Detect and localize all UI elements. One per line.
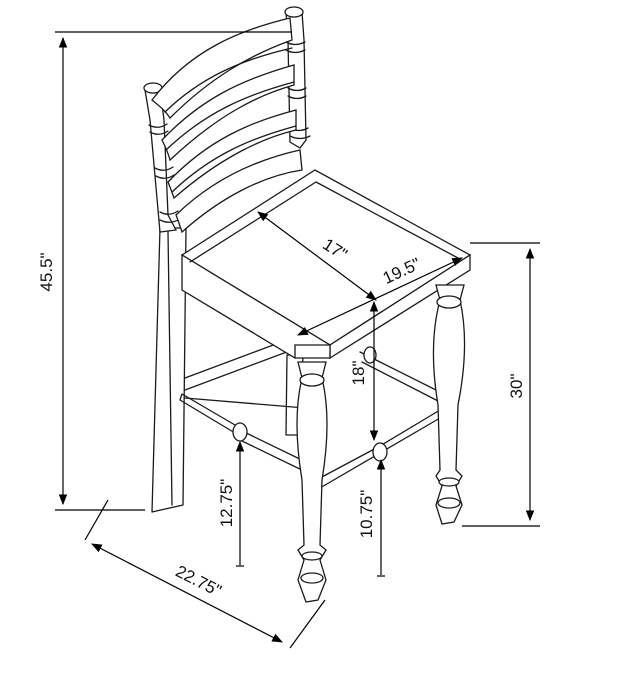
front-left-leg [296,361,328,603]
label-overall-width: 22.75" [173,562,225,601]
label-side-rung-height: 10.75" [357,490,376,539]
front-right-leg [432,284,466,525]
label-overall-height: 45.5" [37,252,56,291]
label-seat-thickness: 18" [349,361,368,386]
rear-left-leg [151,227,187,513]
stool-illustration [143,6,472,603]
label-seat-height: 30" [507,374,526,399]
label-front-rung-height: 12.75" [217,479,236,528]
dimension-lines [55,31,540,649]
chair-back [143,6,311,234]
